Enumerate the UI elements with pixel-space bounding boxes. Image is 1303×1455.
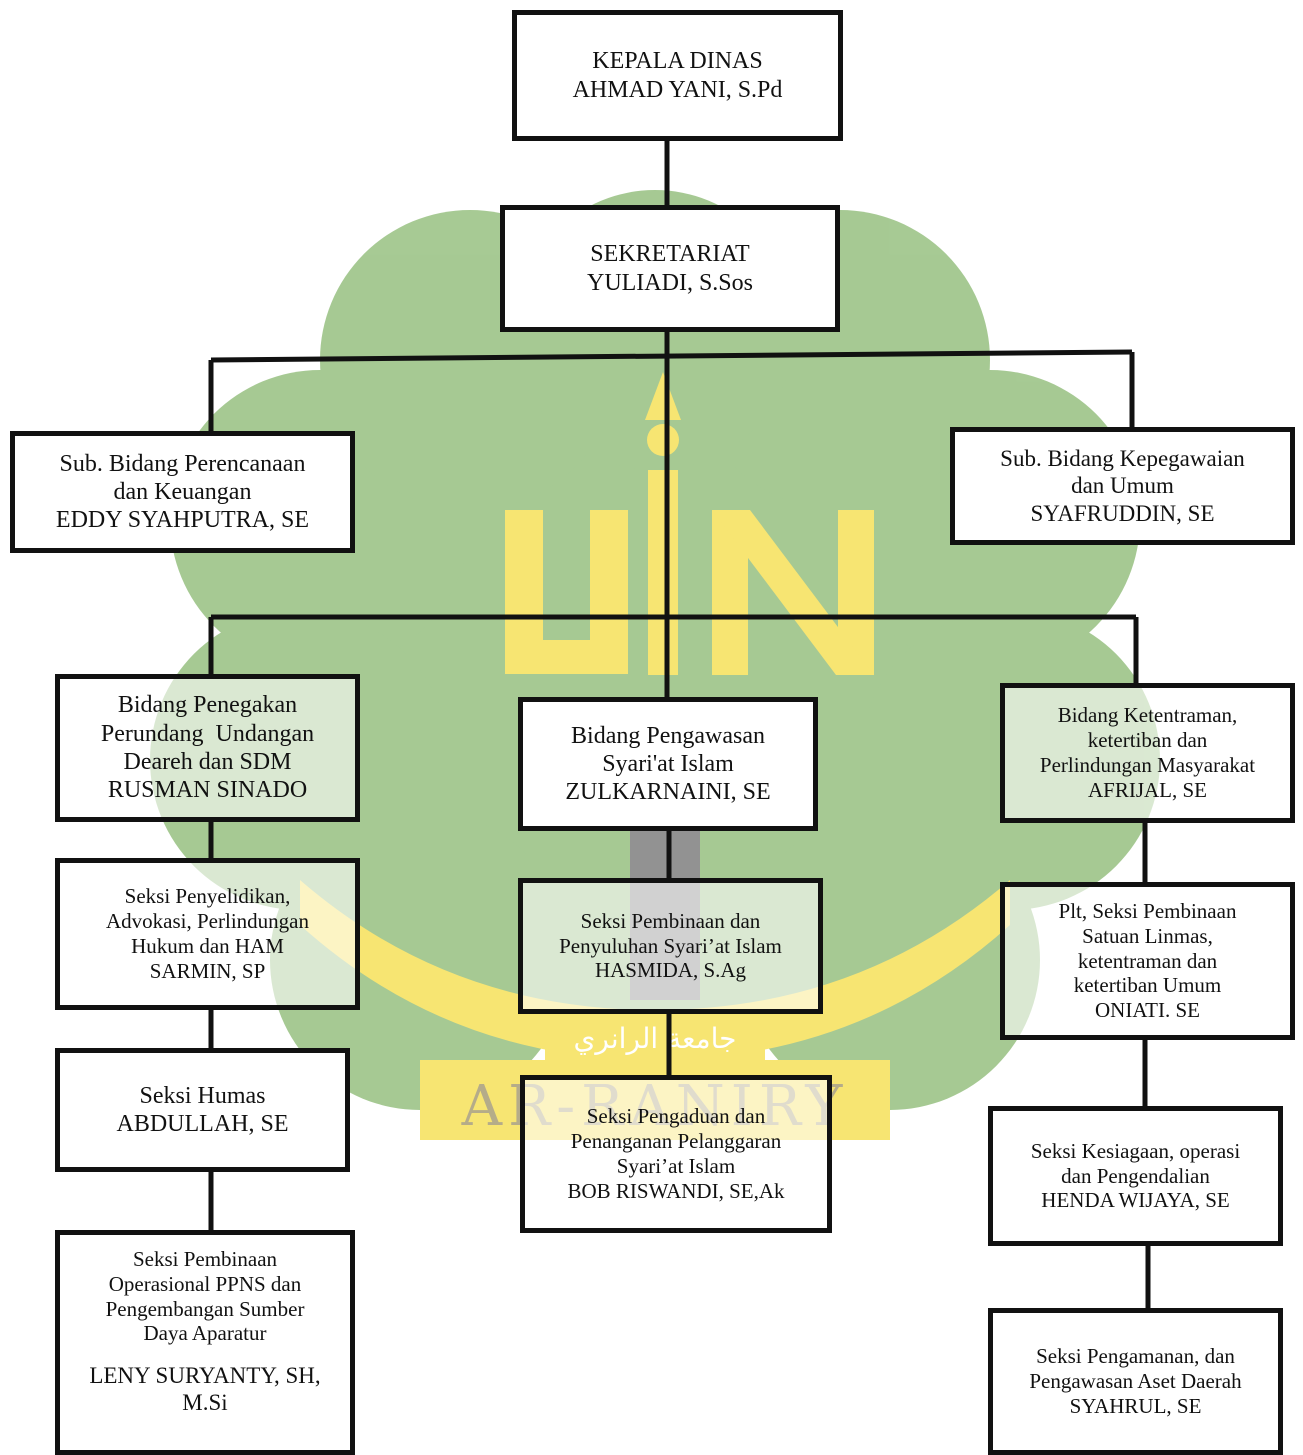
seksi-pengamanan-name: SYAHRUL, SE (1069, 1393, 1202, 1418)
seksi-linmas-title-1: Plt, Seksi Pembinaan (1058, 899, 1237, 924)
seksi-kesiagaan-title-2: dan Pengendalian (1061, 1163, 1210, 1188)
seksi-linmas-name: ONIATI. SE (1095, 998, 1200, 1023)
seksi-pengaduan-name: BOB RISWANDI, SE,Ak (567, 1178, 785, 1203)
seksi-ppns-box: Seksi Pembinaan Operasional PPNS dan Pen… (55, 1230, 355, 1455)
bidang-penegakan-title-3: Deareh dan SDM (123, 749, 292, 775)
seksi-penyelidikan-title-2: Advokasi, Perlindungan (106, 909, 309, 934)
seksi-ppns-name-1: LENY SURYANTY, SH, (89, 1363, 321, 1389)
sub-perencanaan-name: EDDY SYAHPUTRA, SE (55, 507, 310, 534)
seksi-ppns-title-3: Pengembangan Sumber (105, 1296, 305, 1321)
bidang-ketentraman-title-3: Perlindungan Masyarakat (1039, 753, 1256, 777)
sub-perencanaan-title-2: dan Keuangan (113, 478, 252, 505)
seksi-ppns-title-4: Daya Aparatur (143, 1321, 267, 1346)
bidang-ketentraman-box: Bidang Ketentraman, ketertiban dan Perli… (1000, 683, 1295, 823)
bidang-penegakan-box: Bidang Penegakan Perundang Undangan Dear… (55, 674, 360, 822)
sub-kepegawaian-title-1: Sub. Bidang Kepegawaian (1000, 446, 1245, 472)
seksi-penyuluhan-title-1: Seksi Pembinaan dan (580, 908, 761, 933)
bidang-penegakan-title-1: Bidang Penegakan (117, 692, 298, 719)
bidang-pengawasan-title-1: Bidang Pengawasan (571, 722, 765, 749)
seksi-penyelidikan-box: Seksi Penyelidikan, Advokasi, Perlindung… (55, 858, 360, 1010)
seksi-ppns-name-2: M.Si (182, 1390, 228, 1416)
sekretariat-name: YULIADI, S.Sos (586, 269, 753, 296)
sub-perencanaan-title-1: Sub. Bidang Perencanaan (59, 450, 306, 477)
sub-bidang-kepegawaian-box: Sub. Bidang Kepegawaian dan Umum SYAFRUD… (950, 427, 1295, 545)
seksi-humas-name: ABDULLAH, SE (116, 1111, 289, 1137)
sub-kepegawaian-title-2: dan Umum (1071, 473, 1174, 499)
seksi-humas-title: Seksi Humas (139, 1082, 266, 1109)
bidang-pengawasan-name: ZULKARNAINI, SE (565, 779, 771, 806)
seksi-penyelidikan-title-1: Seksi Penyelidikan, (124, 884, 291, 909)
kepala-dinas-box: KEPALA DINAS AHMAD YANI, S.Pd (512, 10, 843, 141)
seksi-pengamanan-title-1: Seksi Pengamanan, dan (1036, 1344, 1235, 1369)
seksi-pengaduan-box: Seksi Pengaduan dan Penanganan Pelanggar… (520, 1075, 832, 1233)
kepala-dinas-name: AHMAD YANI, S.Pd (572, 76, 783, 103)
seksi-pengaduan-title-2: Penanganan Pelanggaran (570, 1129, 782, 1154)
seksi-kesiagaan-title-1: Seksi Kesiagaan, operasi (1030, 1138, 1241, 1163)
bidang-ketentraman-title-1: Bidang Ketentraman, (1057, 703, 1238, 728)
bidang-pengawasan-box: Bidang Pengawasan Syari'at Islam ZULKARN… (518, 697, 818, 831)
watermark-arabic-text: جامعة الرانري (574, 1022, 737, 1055)
sekretariat-title: SEKRETARIAT (590, 241, 750, 268)
seksi-ppns-title-1: Seksi Pembinaan (132, 1247, 278, 1271)
seksi-humas-box: Seksi Humas ABDULLAH, SE (55, 1048, 350, 1172)
seksi-pengaduan-title-1: Seksi Pengaduan dan (586, 1104, 766, 1129)
bidang-ketentraman-title-2: ketertiban dan (1087, 728, 1208, 753)
seksi-linmas-title-4: ketertiban Umum (1073, 973, 1222, 998)
sub-bidang-perencanaan-box: Sub. Bidang Perencanaan dan Keuangan EDD… (10, 431, 355, 553)
seksi-penyuluhan-title-2: Penyuluhan Syari’at Islam (559, 933, 782, 958)
seksi-pengamanan-title-2: Pengawasan Aset Daerah (1029, 1369, 1242, 1394)
bidang-ketentraman-name: AFRIJAL, SE (1087, 777, 1208, 802)
seksi-penyelidikan-name: SARMIN, SP (149, 958, 266, 983)
seksi-kesiagaan-name: HENDA WIJAYA, SE (1041, 1188, 1230, 1213)
bidang-penegakan-title-2: Perundang Undangan (100, 720, 315, 747)
seksi-penyelidikan-title-3: Hukum dan HAM (131, 934, 284, 958)
seksi-kesiagaan-box: Seksi Kesiagaan, operasi dan Pengendalia… (988, 1106, 1283, 1246)
sub-kepegawaian-name: SYAFRUDDIN, SE (1030, 500, 1215, 526)
seksi-penyuluhan-box: Seksi Pembinaan dan Penyuluhan Syari’at … (518, 878, 823, 1014)
sekretariat-box: SEKRETARIAT YULIADI, S.Sos (500, 205, 840, 332)
seksi-linmas-title-3: ketentraman dan (1077, 948, 1218, 973)
seksi-pengamanan-box: Seksi Pengamanan, dan Pengawasan Aset Da… (988, 1308, 1283, 1455)
seksi-penyuluhan-name: HASMIDA, S.Ag (594, 958, 747, 983)
seksi-linmas-title-2: Satuan Linmas, (1082, 923, 1213, 948)
kepala-dinas-title: KEPALA DINAS (592, 48, 763, 75)
bidang-pengawasan-title-2: Syari'at Islam (602, 750, 734, 777)
bidang-penegakan-name: RUSMAN SINADO (107, 777, 308, 804)
seksi-pengaduan-title-3: Syari’at Islam (616, 1154, 736, 1178)
seksi-linmas-box: Plt, Seksi Pembinaan Satuan Linmas, kete… (1000, 882, 1295, 1040)
seksi-ppns-title-2: Operasional PPNS dan (108, 1271, 302, 1296)
